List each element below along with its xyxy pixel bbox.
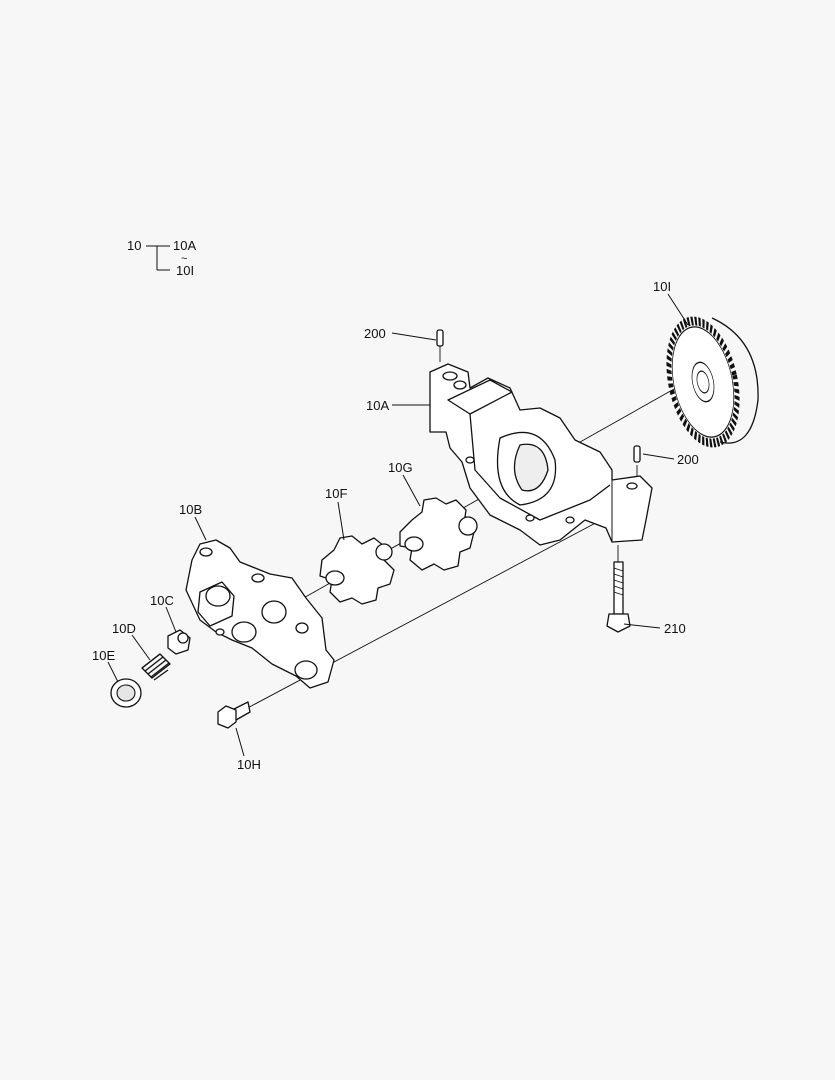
callout-10A: 10A — [366, 398, 389, 413]
drive-gear-10I — [666, 316, 759, 448]
valve-plug-10E — [110, 678, 142, 708]
callout-210: 210 — [664, 621, 686, 636]
legend-parent: 10 — [127, 238, 141, 253]
callout-10C: 10C — [150, 593, 174, 608]
legend-range-start: 10A — [173, 238, 196, 253]
dowel-pin-200-top — [436, 329, 444, 347]
bolt-210 — [606, 561, 631, 633]
callout-200-right: 200 — [677, 452, 699, 467]
relief-valve-10C — [167, 629, 191, 655]
legend-range-sep: ~ — [181, 253, 187, 265]
callout-labels: 200 10A 10I 200 10G 10F 10B 10C 10D 10E … — [92, 279, 699, 772]
callout-10D: 10D — [112, 621, 136, 636]
inner-rotor-10F — [319, 535, 395, 605]
leader-lines — [107, 293, 689, 757]
assembly-legend: 10 10A ~ 10I — [127, 238, 196, 278]
callout-10E: 10E — [92, 648, 115, 663]
callout-200-top: 200 — [364, 326, 386, 341]
bolt-10H — [217, 701, 251, 729]
outer-rotor-10G — [399, 497, 478, 571]
valve-spring-10D — [141, 653, 171, 681]
callout-10F: 10F — [325, 486, 347, 501]
callout-10G: 10G — [388, 460, 413, 475]
legend-range-end: 10I — [176, 263, 194, 278]
callout-10I: 10I — [653, 279, 671, 294]
pump-cover-10B — [185, 539, 335, 689]
callout-10H: 10H — [237, 757, 261, 772]
callout-10B: 10B — [179, 502, 202, 517]
pump-body-10A — [429, 363, 653, 546]
dowel-pin-200-right — [633, 445, 641, 463]
